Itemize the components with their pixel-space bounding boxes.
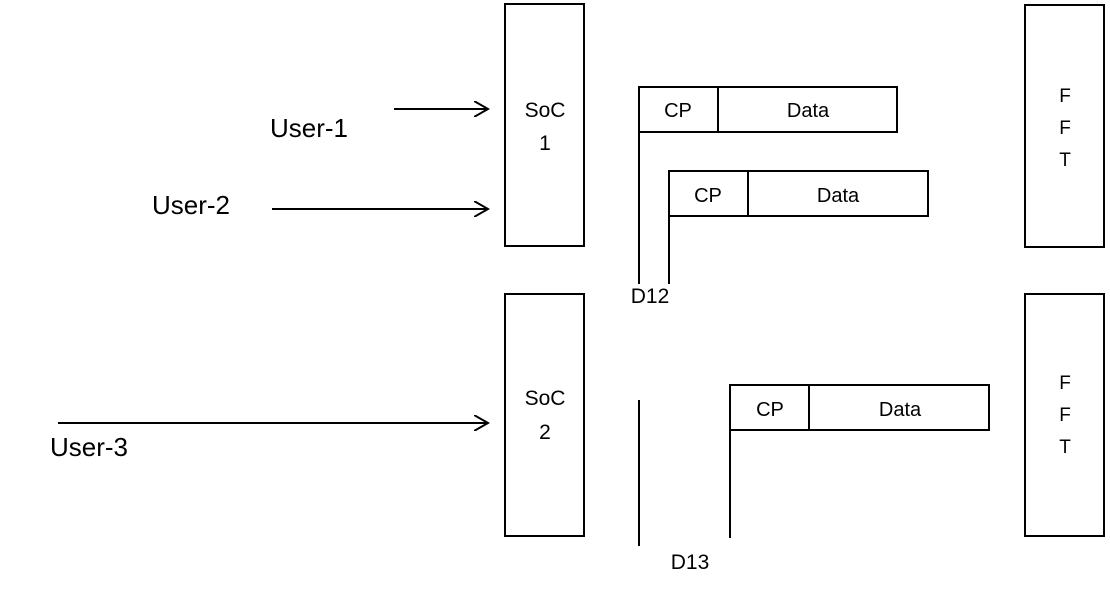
soc-2-label-line1: SoC [525,387,566,410]
packet-3: CP Data [729,384,990,538]
packet-1-cp-field [638,86,719,133]
packet-2-cp-field [668,170,749,217]
packet-1: CP Data [638,86,898,284]
fft-2-letter-3: T [1059,437,1071,458]
soc-2-block: SoC 2 [504,293,585,537]
packet-1-data-field [717,86,898,133]
fft-1-letter-1: F [1059,86,1071,107]
packet-2-cp-label: CP [694,185,722,207]
packet-2: CP Data [668,170,929,284]
packet-3-cp-label: CP [756,399,784,421]
packet-1-cp-label: CP [664,100,692,122]
fft-2-letter-1: F [1059,373,1071,394]
packet-2-data-label: Data [817,185,860,207]
delay-d12-label: D12 [631,285,670,308]
delay-d13-label: D13 [671,551,710,574]
fft-2-letter-2: F [1059,405,1071,426]
fft-1-letter-3: T [1059,150,1071,171]
packet-3-data-label: Data [879,399,922,421]
fft-1-letter-2: F [1059,118,1071,139]
user-3-label: User-3 [50,432,128,462]
fft-1-block: F F T [1024,4,1105,248]
soc-2-label-line2: 2 [539,421,551,444]
user-2-label: User-2 [152,190,230,220]
soc-1-block: SoC 1 [504,3,585,247]
packet-3-data-field [808,384,990,431]
user-1-label: User-1 [270,113,348,143]
fft-2-block: F F T [1024,293,1105,537]
soc-1-label-line1: SoC [525,99,566,122]
soc-1-label-line2: 1 [539,132,551,155]
packet-2-data-field [747,170,929,217]
packet-1-data-label: Data [787,100,830,122]
